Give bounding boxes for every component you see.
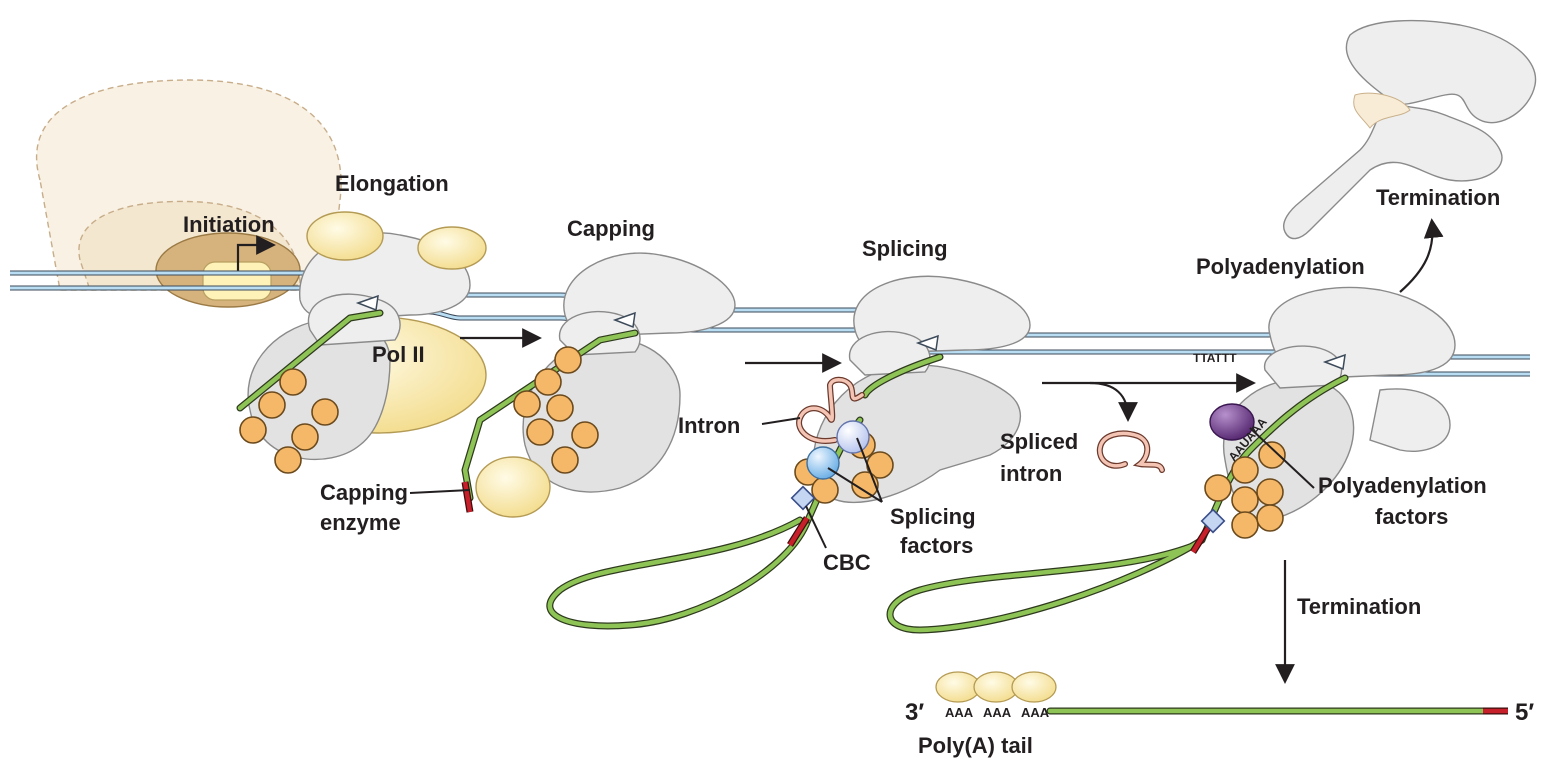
arrow-intron-release — [1089, 381, 1138, 422]
label-ttattt: TTATTT — [1193, 351, 1237, 365]
label-spliced-intron-1: Spliced — [1000, 429, 1078, 454]
arrow-termination-up — [1399, 218, 1444, 293]
splicing-factor-1 — [836, 420, 870, 454]
label-splicing: Splicing — [862, 236, 948, 261]
label-spliced-intron-2: intron — [1000, 461, 1062, 486]
label-5-prime: 5′ — [1515, 699, 1534, 726]
polyadenylation-factor — [1209, 403, 1255, 441]
leader-intron — [761, 417, 801, 425]
leader-splicing-factors — [827, 437, 883, 503]
label-cbc: CBC — [823, 550, 871, 575]
label-polyadenylation-factors-2: factors — [1375, 504, 1448, 529]
intron-loop — [796, 376, 865, 444]
label-aaa-3: AAA — [1021, 705, 1050, 720]
label-capping-enzyme-2: enzyme — [320, 510, 401, 535]
mrna-elongation — [236, 309, 384, 412]
label-polyadenylation-factors-1: Polyadenylation — [1318, 473, 1487, 498]
transcription-start-arrow — [236, 235, 276, 272]
label-initiation: Initiation — [183, 212, 275, 237]
beads-capping — [513, 346, 599, 474]
label-aaa-2: AAA — [983, 705, 1012, 720]
beads-elongation — [239, 368, 339, 474]
label-intron: Intron — [678, 413, 740, 438]
label-3-prime: 3′ — [905, 699, 924, 726]
released-pol-ii — [1283, 19, 1537, 240]
leader-capping-enzyme — [409, 489, 471, 494]
pol-ii-polyadenylation — [1222, 286, 1456, 522]
label-poly-a-tail: Poly(A) tail — [918, 733, 1033, 758]
label-aaa-1: AAA — [945, 705, 974, 720]
spliced-intron — [1096, 430, 1165, 473]
label-termination-bottom: Termination — [1297, 594, 1421, 619]
mrna-capping — [461, 329, 639, 513]
leader-polyadenylation-factors — [1249, 427, 1315, 489]
label-termination-top: Termination — [1376, 185, 1500, 210]
label-elongation: Elongation — [335, 171, 449, 196]
cbc-splicing — [790, 485, 816, 511]
label-splicing-factors-2: factors — [900, 533, 973, 558]
label-pol-ii: Pol II — [372, 342, 425, 367]
label-capping-enzyme-1: Capping — [320, 480, 408, 505]
splicing-factor-2 — [806, 446, 840, 480]
poly-a-binding-proteins — [935, 671, 1057, 703]
capping-enzyme — [475, 456, 551, 518]
label-splicing-factors-1: Splicing — [890, 504, 976, 529]
label-capping: Capping — [567, 216, 655, 241]
pol-ii-splicing — [812, 275, 1031, 504]
leader-cbc — [805, 505, 827, 549]
beads-polyadenylation — [1204, 441, 1286, 539]
cbc-polyadenylation — [1200, 508, 1226, 534]
label-polyadenylation: Polyadenylation — [1196, 254, 1365, 279]
